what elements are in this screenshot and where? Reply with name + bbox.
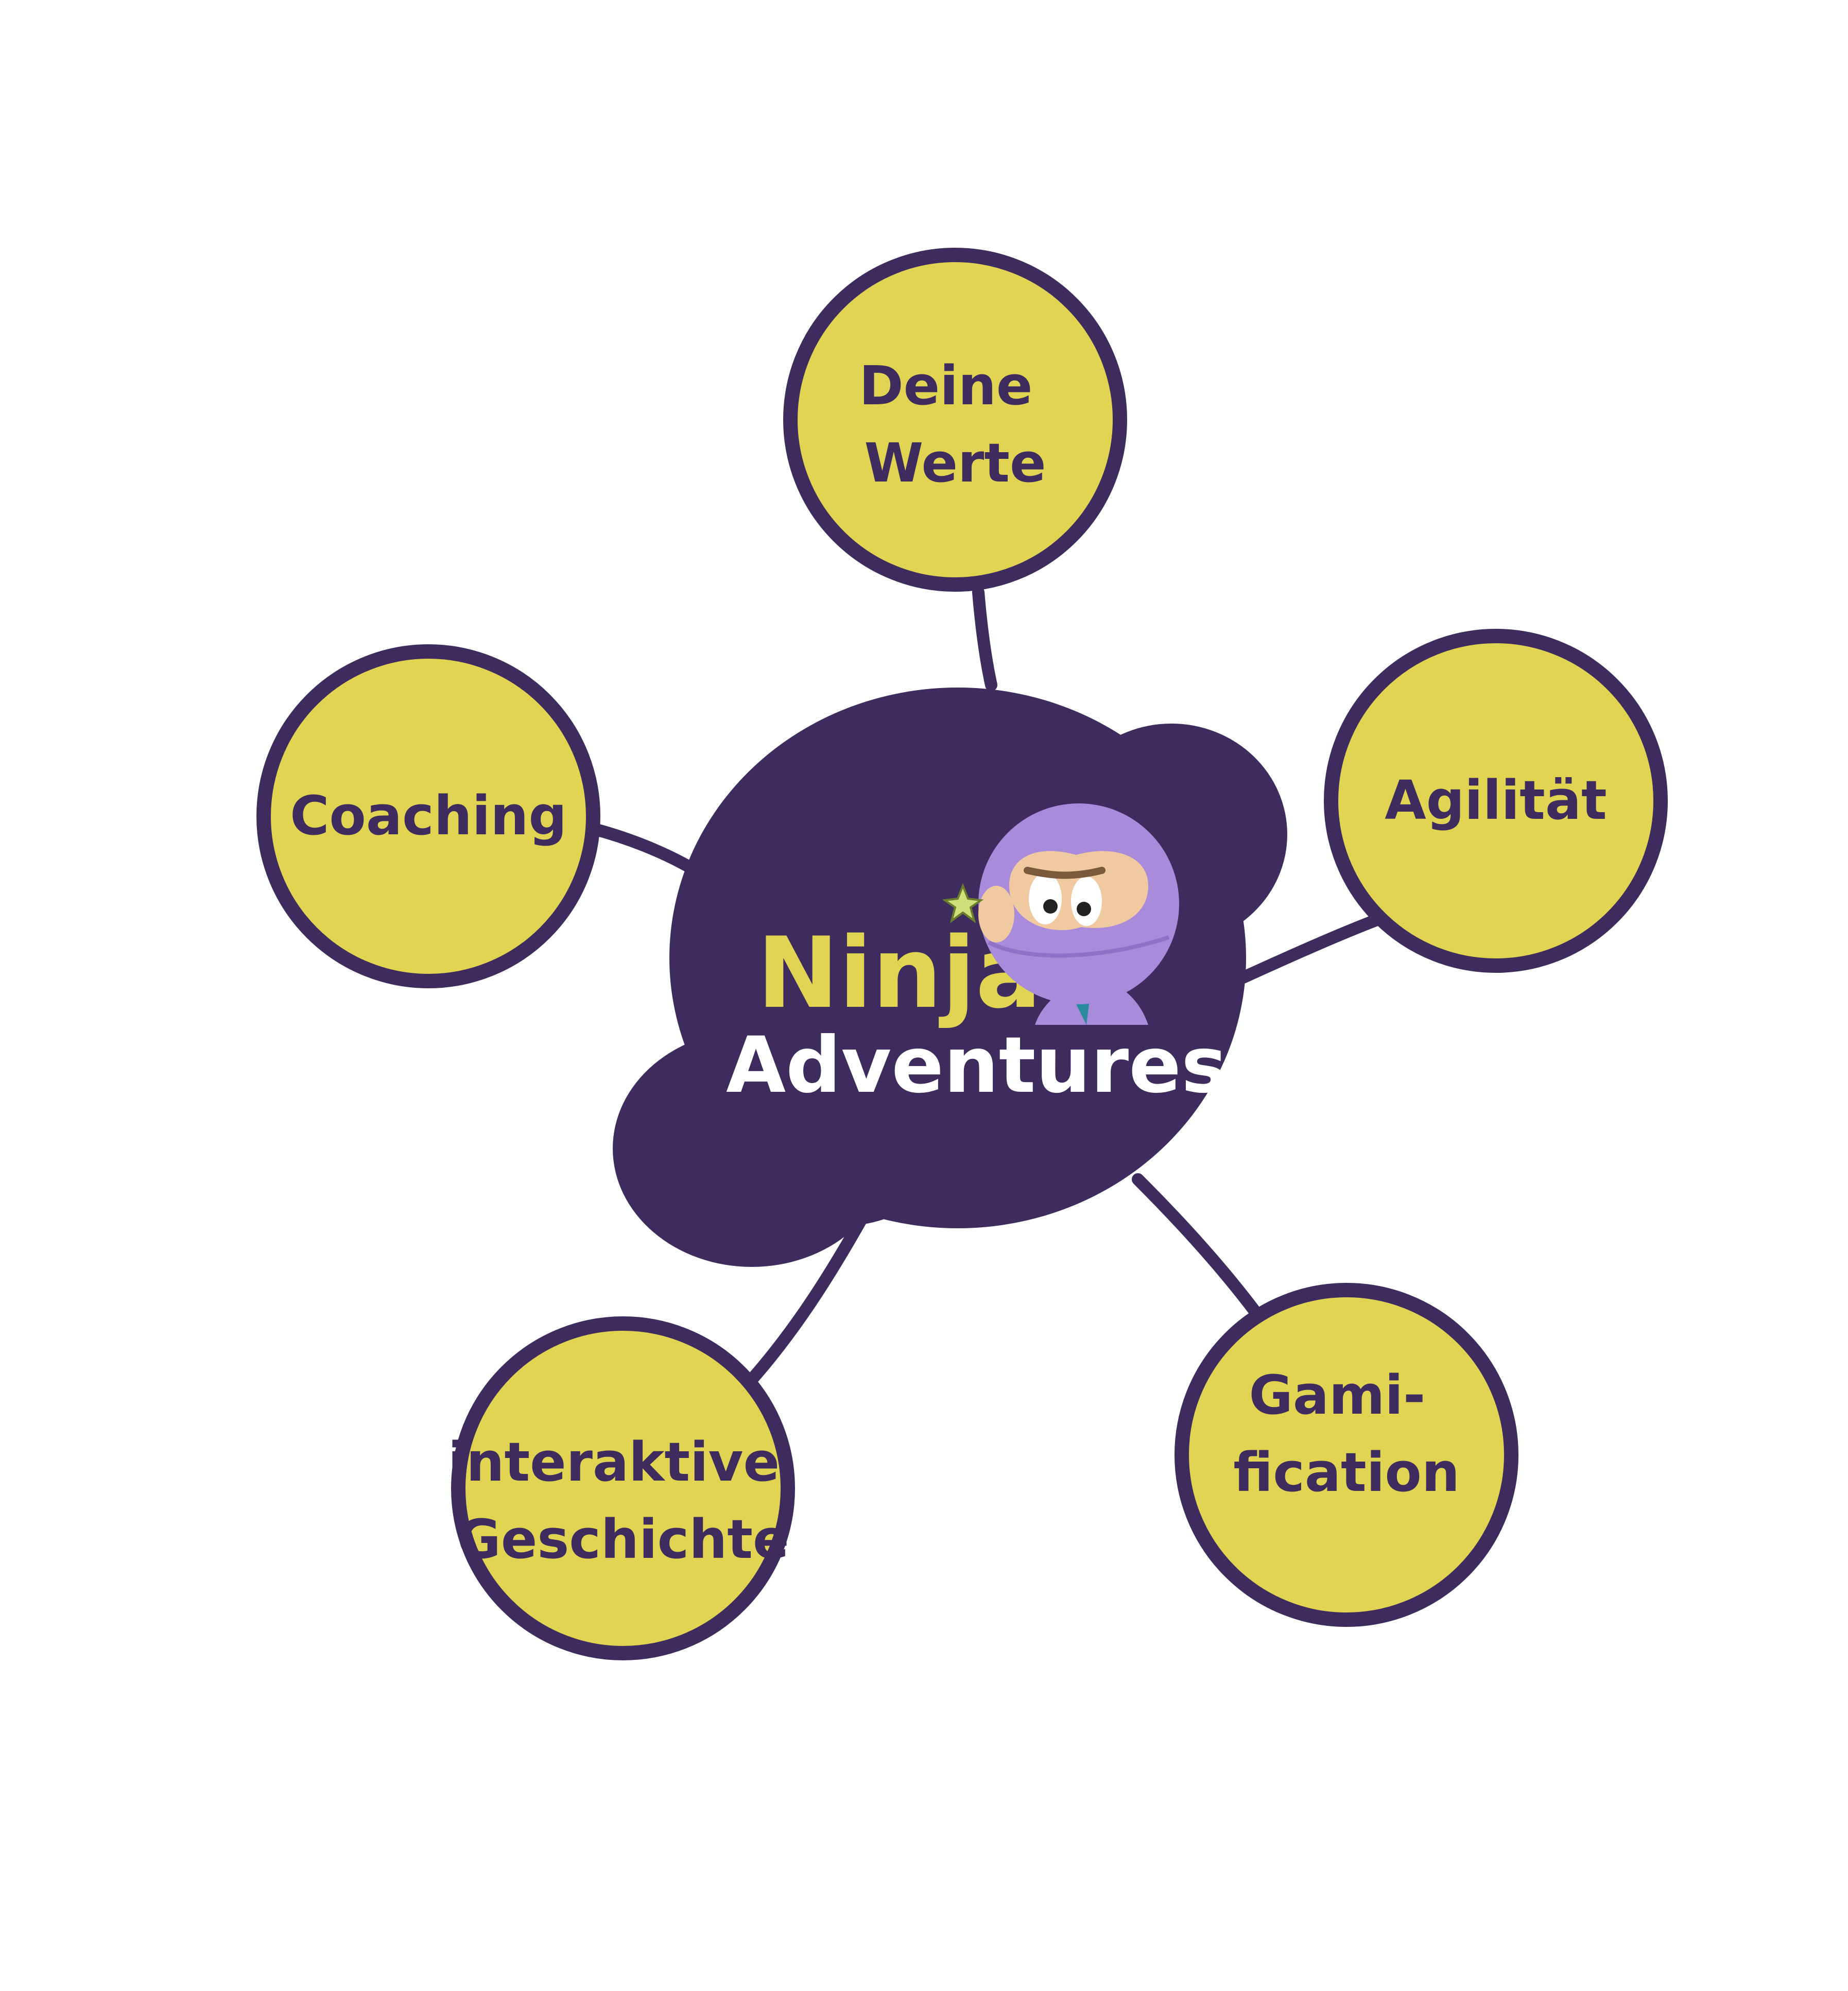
mascot-pupil-left xyxy=(1043,899,1058,914)
node-label-line-1: Agilität xyxy=(1385,769,1607,832)
node-deine-werte[interactable]: Deine Werte xyxy=(790,255,1120,585)
node-gamification[interactable]: Gami- fication xyxy=(1182,1290,1511,1620)
node-agilitaet[interactable]: Agilität xyxy=(1331,636,1661,966)
connector-agilitaet xyxy=(1241,917,1385,979)
mascot-eye-right xyxy=(1071,877,1102,926)
hub-title-adventures: Adventures xyxy=(726,1021,1227,1110)
mascot-ear xyxy=(978,886,1014,942)
node-label-line-2: Werte xyxy=(864,432,1046,494)
connector-deine-werte xyxy=(978,592,991,685)
node-label-line-1: Gami- xyxy=(1249,1364,1426,1427)
hub: Ninja Adventures xyxy=(613,688,1287,1267)
node-label: Coaching xyxy=(290,784,567,847)
node-label-line-2: fication xyxy=(1233,1441,1460,1504)
node-label-line-2: Geschichte xyxy=(457,1508,789,1571)
node-label-line-1: Coaching xyxy=(290,784,567,847)
connector-gamification xyxy=(1138,1179,1256,1313)
node-circle xyxy=(790,255,1120,585)
node-label-line-1: Deine xyxy=(859,354,1032,417)
mascot-eye-left xyxy=(1029,873,1062,924)
mascot-pupil-right xyxy=(1077,902,1091,916)
node-interaktive-geschichte[interactable]: interaktive Geschichte xyxy=(448,1324,798,1653)
node-label: Agilität xyxy=(1385,769,1607,832)
connector-coaching xyxy=(595,829,695,870)
node-label-line-1: interaktive xyxy=(448,1431,780,1494)
node-coaching[interactable]: Coaching xyxy=(264,651,593,981)
